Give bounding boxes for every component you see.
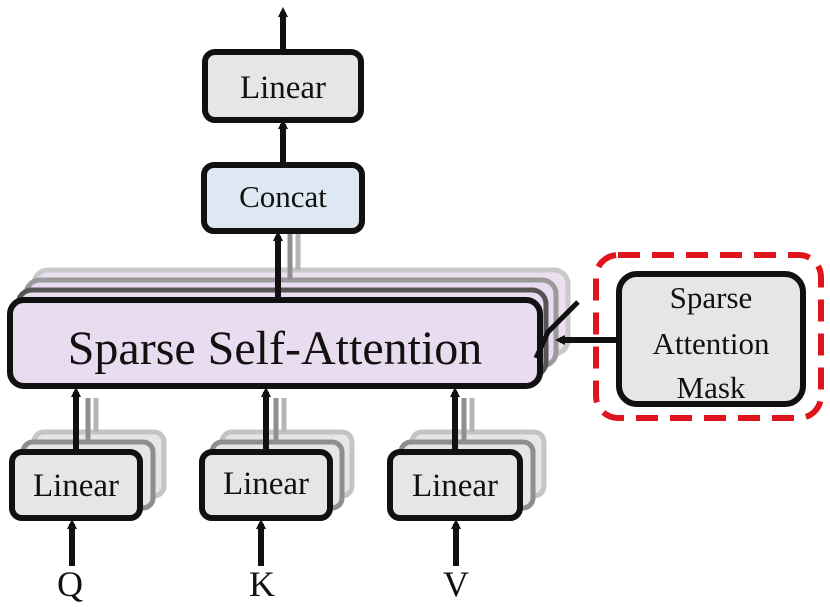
output-linear-label: Linear: [240, 70, 326, 106]
input-k-label: K: [249, 564, 275, 604]
linear-v-label: Linear: [412, 468, 498, 504]
shadow-connectors: [85, 228, 475, 442]
mask-label-line-3: Mask: [677, 370, 746, 405]
arrows: [67, 7, 619, 566]
input-v-label: V: [443, 564, 469, 604]
mask-branch-connector: [533, 300, 580, 360]
mask-label-line-2: Attention: [652, 326, 770, 361]
input-q-label: Q: [57, 564, 83, 604]
sparse-self-attention-label: Sparse Self-Attention: [68, 322, 483, 375]
mask-label-line-1: Sparse: [670, 280, 753, 315]
linear-q-label: Linear: [33, 468, 119, 504]
concat-label: Concat: [239, 179, 327, 214]
linear-k-label: Linear: [223, 466, 309, 502]
mask-highlight-border: [593, 252, 824, 421]
